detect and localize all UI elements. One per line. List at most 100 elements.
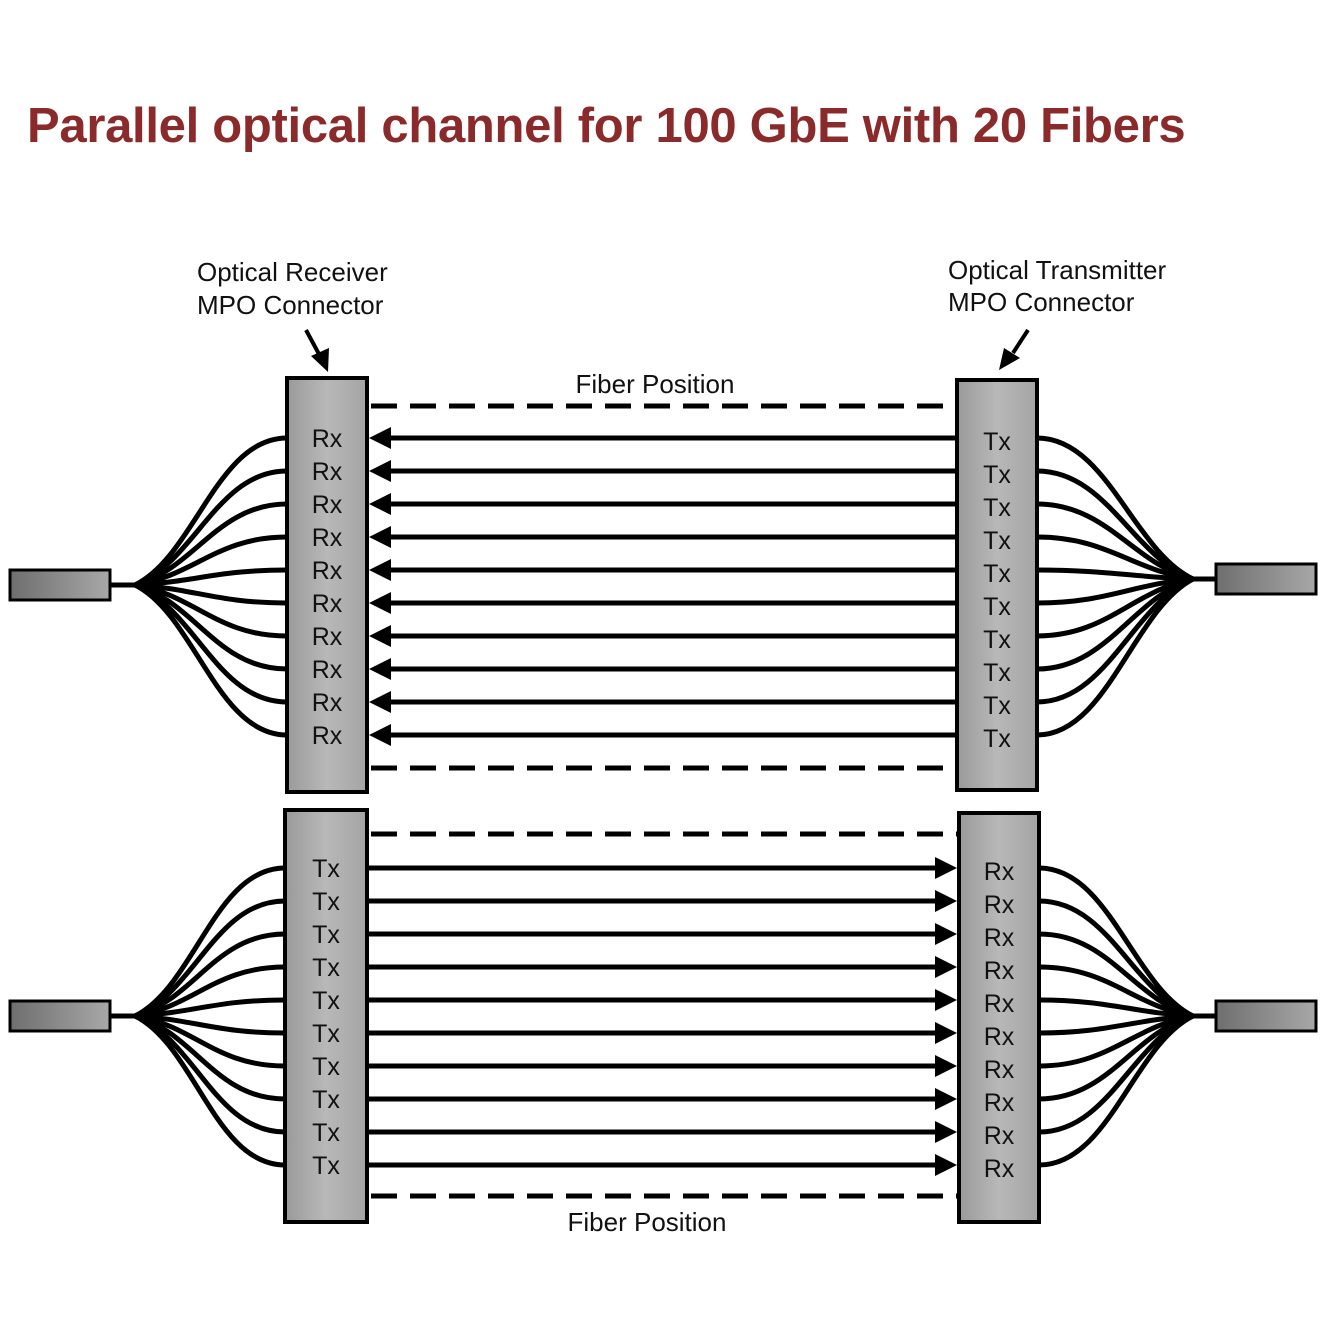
top_link-left-port-label: Rx [312, 425, 343, 453]
bottom_link-right-port-label: Rx [984, 1023, 1015, 1051]
top_link-right-fanout-fiber [1036, 576, 1194, 606]
top_link-left-port-label: Rx [312, 656, 343, 684]
top_link-arrowhead-left [369, 493, 391, 515]
top_link-arrowhead-left [369, 526, 391, 548]
bottom_link-right-fanout-fiber [1038, 1013, 1194, 1036]
receiver-label-line2: MPO Connector [197, 290, 384, 320]
top_link-right-port-label: Tx [983, 692, 1011, 720]
bottom_link-left-port-label: Tx [312, 987, 340, 1015]
bottom_link-arrowhead-right [935, 1154, 957, 1176]
top_link-left-mpo-plug [8, 568, 112, 602]
bottom_link-arrowhead-right [935, 956, 957, 978]
bottom_link-left-port-label: Tx [312, 888, 340, 916]
fiber-position-label-bottom: Fiber Position [568, 1207, 727, 1237]
bottom_link-right-fanout-fiber [1038, 1013, 1194, 1069]
bottom_link-right-fanout-fiber [1038, 931, 1194, 1019]
top_link-right-mpo-connector [955, 378, 1039, 792]
bottom_link-left-port-label: Tx [312, 855, 340, 883]
bottom_link-left-port-label: Tx [312, 954, 340, 982]
bottom_link-right-port-label: Rx [984, 924, 1015, 952]
top_link-right-fanout-fiber [1036, 576, 1195, 738]
receiver-label-line1: Optical Receiver [197, 257, 388, 287]
bottom_link-right-fanout-fiber [1038, 997, 1194, 1019]
bottom_link-arrowhead-right [935, 1055, 957, 1077]
bottom_link-right-fanout-fiber [1038, 964, 1194, 1019]
bottom_link-left-port-label: Tx [312, 1152, 340, 1180]
bottom_link-left-fanout-fiber [133, 865, 286, 1019]
top_link-left-fanout-fiber [134, 468, 288, 588]
transmitter-label-line1: Optical Transmitter [948, 255, 1167, 285]
pointer-arrowhead-receiver [311, 348, 329, 372]
bottom_link-left-port-label: Tx [312, 1086, 340, 1114]
bottom_link-right-port-label: Rx [984, 957, 1015, 985]
bottom_link-right-fanout-fiber [1038, 1013, 1194, 1102]
bottom_link-left-fanout-fiber [134, 898, 286, 1019]
bottom_link-left-port-label: Tx [312, 1119, 340, 1147]
bottom_link-arrowhead-right [935, 989, 957, 1011]
bottom_link-left-fanout-fiber [134, 1013, 286, 1102]
top_link-left-fanout-fiber [134, 534, 288, 588]
bottom_link-arrowhead-right [935, 857, 957, 879]
bottom_link-right-port-label: Rx [984, 1155, 1015, 1183]
top_link-right-port-label: Tx [983, 626, 1011, 654]
top_link-right-port-label: Tx [983, 461, 1011, 489]
top_link-arrowhead-left [369, 460, 391, 482]
top_link-left-port-label: Rx [312, 623, 343, 651]
bottom_link-arrowhead-right [935, 1121, 957, 1143]
top_link-arrowhead-left [369, 724, 391, 746]
top_link-left-fanout-fiber [133, 582, 288, 738]
top_link-right-port-label: Tx [983, 527, 1011, 555]
top_link-right-port-label: Tx [983, 428, 1011, 456]
top_link-right-fanout-fiber [1036, 468, 1194, 582]
top_link-right-fanout-fiber [1036, 534, 1194, 582]
top_link-left-fanout-fiber [134, 501, 288, 588]
top_link-arrowhead-left [369, 691, 391, 713]
bottom_link-arrowhead-right [935, 923, 957, 945]
top_link-right-port-label: Tx [983, 659, 1011, 687]
top_link-left-fanout-fiber [134, 582, 288, 606]
top_link-right-fanout-fiber [1036, 435, 1195, 582]
bottom_link-left-mpo-plug [8, 999, 112, 1033]
bottom_link-right-mpo-connector [957, 811, 1041, 1224]
bottom_link-right-port-label: Rx [984, 990, 1015, 1018]
pointer-arrow-transmitter [1011, 328, 1030, 355]
fiber-position-label-top: Fiber Position [576, 369, 735, 399]
top_link-left-fanout-fiber [134, 582, 288, 639]
bottom_link-right-fanout-fiber [1038, 898, 1194, 1019]
top_link-right-fanout-fiber [1036, 576, 1194, 639]
bottom_link-left-fanout-fiber [134, 964, 286, 1019]
top_link-left-port-label: Rx [312, 689, 343, 717]
top_link-left-mpo-connector [285, 376, 369, 794]
top_link-left-fanout-fiber [134, 582, 288, 672]
top_link-arrowhead-left [369, 658, 391, 680]
top_link-left-port-label: Rx [312, 722, 343, 750]
top_link-right-fanout-fiber [1036, 567, 1194, 582]
bottom_link-arrowhead-right [935, 1022, 957, 1044]
bottom_link-left-port-label: Tx [312, 1020, 340, 1048]
top_link-left-fanout-fiber [134, 567, 288, 588]
top_link-arrowhead-left [369, 625, 391, 647]
bottom_link-left-fanout-fiber [134, 931, 286, 1019]
bottom_link-left-fanout-fiber [134, 1013, 286, 1036]
top_link-left-port-label: Rx [312, 590, 343, 618]
top_link-right-fanout-fiber [1036, 576, 1194, 672]
bottom_link-right-port-label: Rx [984, 891, 1015, 919]
top_link-left-port-label: Rx [312, 557, 343, 585]
top_link-left-port-label: Rx [312, 458, 343, 486]
top_link-left-port-label: Rx [312, 524, 343, 552]
bottom_link-right-port-label: Rx [984, 858, 1015, 886]
bottom_link-left-fanout-fiber [134, 1013, 286, 1069]
diagram-title: Parallel optical channel for 100 GbE wit… [27, 99, 1186, 153]
bottom_link-left-fanout-fiber [133, 1013, 286, 1168]
pointer-arrow-receiver [304, 329, 322, 357]
bottom_link-right-port-label: Rx [984, 1056, 1015, 1084]
bottom_link-left-port-label: Tx [312, 1053, 340, 1081]
bottom_link-right-port-label: Rx [984, 1089, 1015, 1117]
top_link-right-fanout-fiber [1036, 501, 1194, 582]
transmitter-label-line2: MPO Connector [948, 287, 1135, 317]
bottom_link-right-mpo-plug [1214, 999, 1318, 1033]
bottom_link-arrowhead-right [935, 1088, 957, 1110]
top_link-right-port-label: Tx [983, 725, 1011, 753]
